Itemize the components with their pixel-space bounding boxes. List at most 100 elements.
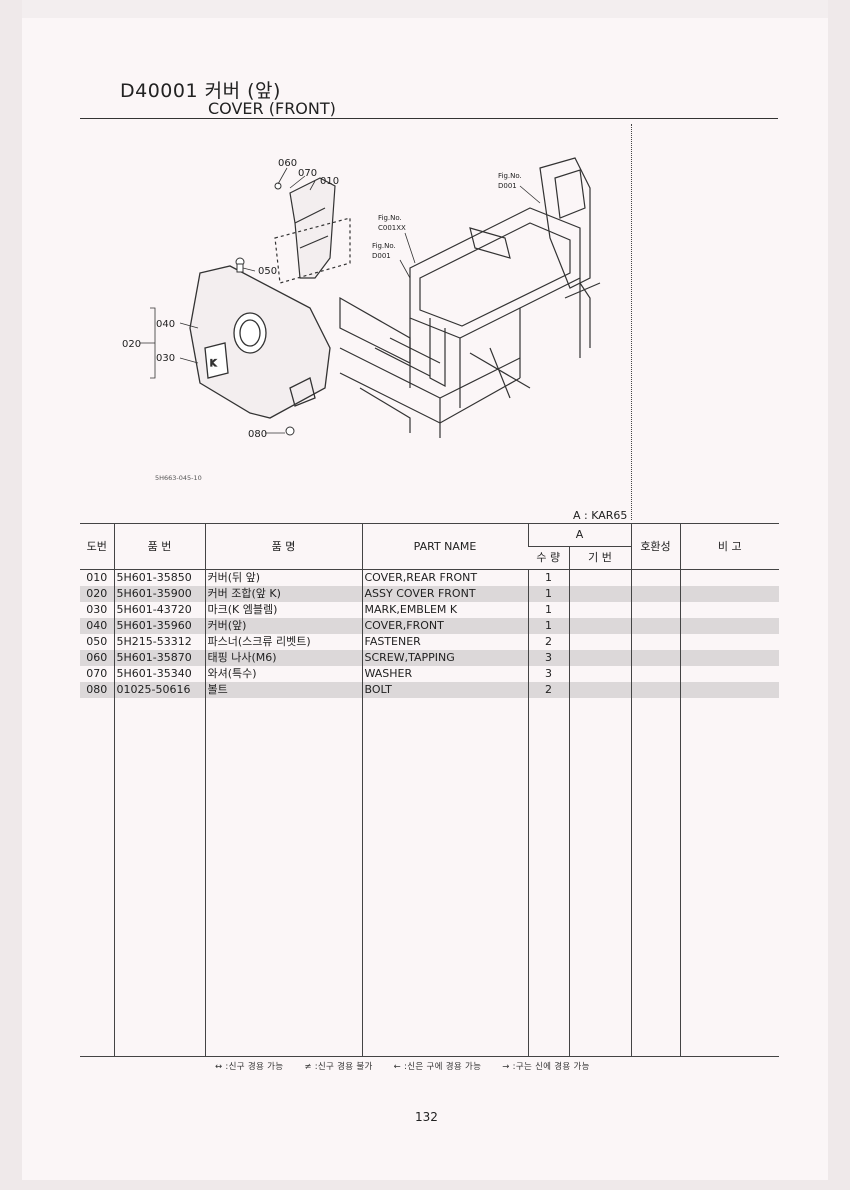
diagram-code: 5H663-045-10: [155, 474, 202, 482]
fig-ref-3: D001: [372, 252, 391, 260]
fasteners: [235, 182, 295, 436]
cell-ref-no: 010: [86, 571, 108, 584]
table-filler-row: [80, 698, 779, 1057]
cell-interchangeability: [630, 569, 680, 586]
callout-040: 040: [156, 319, 175, 330]
table-header-row: 도번 품 번 품 명 PART NAME A 호환성 비 고: [80, 523, 779, 570]
page-edge-top: [0, 0, 850, 18]
cell-part-name: COVER,REAR FRONT: [361, 569, 528, 586]
empty-cell: [527, 698, 569, 1057]
cell-serial: [568, 682, 631, 698]
cell-remarks: [679, 682, 779, 698]
cell-part-number: 5H601-35850: [113, 569, 205, 586]
cell-korean-name: 와셔(특수): [204, 666, 362, 682]
cell-part-number: 5H601-35960: [113, 618, 205, 634]
legend-item: ≠ :신구 경용 불가: [304, 1062, 373, 1072]
cell-remarks: [679, 602, 779, 618]
empty-cell: [568, 698, 631, 1057]
cell-ref-no: 060: [80, 650, 114, 666]
empty-cell: [204, 698, 362, 1057]
header-serial: 기 번: [568, 546, 631, 570]
cell-part-number: 01025-50616: [113, 682, 205, 698]
cell-remarks: [679, 650, 779, 666]
cell-serial: [568, 650, 631, 666]
page-edge-left: [0, 0, 22, 1190]
header-dobeon: 도번: [80, 523, 114, 570]
cell-korean-name: 커버 조합(앞 K): [204, 586, 362, 602]
cell-remarks: [679, 634, 779, 650]
cell-interchangeability: [630, 602, 680, 618]
callout-060: 060: [278, 158, 297, 169]
cell-korean-name: 태핑 나사(M6): [204, 650, 362, 666]
cell-quantity: 2: [527, 634, 569, 650]
header-remarks: 비 고: [679, 523, 779, 570]
cell-interchangeability: [630, 586, 680, 602]
cell-quantity: 1: [527, 569, 569, 586]
cell-serial: [568, 602, 631, 618]
cell-ref-no: 050: [86, 635, 108, 648]
fig-ref-label-1: Fig.No.: [498, 172, 522, 180]
cell-serial: [568, 586, 631, 602]
cell-quantity: 1: [527, 586, 569, 602]
cell-interchangeability: [630, 682, 680, 698]
callout-010: 010: [320, 176, 339, 187]
cell-remarks: [679, 569, 779, 586]
callout-030: 030: [156, 353, 175, 364]
fig-ref-label-2: Fig.No.: [378, 214, 402, 222]
cell-part-number: 5H601-35870: [113, 650, 205, 666]
cell-ref-no: 030: [86, 603, 108, 616]
cell-ref-no: 040: [80, 618, 114, 634]
cell-quantity: 2: [527, 682, 569, 698]
compatibility-legend: ↔ :신구 경용 가능 ≠ :신구 경용 불가 ← :신은 구에 경용 가능 →…: [215, 1060, 608, 1072]
header-korean-name: 품 명: [204, 523, 362, 570]
cell-korean-name: 커버(뒤 앞): [204, 569, 362, 586]
empty-cell: [630, 698, 680, 1057]
callout-070: 070: [298, 168, 317, 179]
callout-050: 050: [258, 266, 277, 277]
dotted-divider: [631, 124, 632, 520]
cell-korean-name: 마크(K 엠블렘): [204, 602, 362, 618]
fig-ref-1: D001: [498, 182, 517, 190]
title-rule: [80, 118, 778, 119]
legend-item: ↔ :신구 경용 가능: [215, 1062, 284, 1072]
table-subheader-row: 수 량 기 번: [80, 546, 779, 570]
empty-cell: [113, 698, 205, 1057]
legend-item: ← :신은 구에 경용 가능: [393, 1062, 482, 1072]
cell-serial: [568, 618, 631, 634]
page-number: 132: [415, 1110, 438, 1124]
cell-korean-name: 파스너(스크류 리벳트): [204, 634, 362, 650]
header-interchangeability: 호환성: [630, 523, 680, 570]
cell-part-name: FASTENER: [361, 634, 528, 650]
leader-lines: [140, 167, 541, 434]
svg-text:K: K: [210, 359, 217, 369]
cell-korean-name: 커버(앞): [204, 618, 362, 634]
legend-item: → :구는 신에 경용 가능: [502, 1062, 590, 1072]
cell-quantity: 1: [527, 618, 569, 634]
cell-serial: [568, 569, 631, 586]
model-code: A : KAR65: [573, 509, 628, 522]
cell-ref-no: 080: [80, 682, 114, 698]
cell-part-name: BOLT: [361, 682, 528, 698]
cell-ref-no: 020: [80, 586, 114, 602]
empty-cell: [679, 698, 779, 1057]
cell-remarks: [679, 586, 779, 602]
cell-serial: [568, 666, 631, 682]
header-model-a: A: [527, 523, 631, 547]
chassis-frame: [339, 157, 601, 438]
callout-080: 080: [248, 429, 267, 440]
rear-front-cover: [274, 177, 351, 284]
cell-part-name: ASSY COVER FRONT: [361, 586, 528, 602]
header-quantity: 수 량: [528, 546, 569, 570]
empty-cell: [361, 698, 528, 1057]
header-part-number: 품 번: [113, 523, 205, 570]
page-edge-right: [828, 0, 850, 1190]
cell-part-name: MARK,EMBLEM K: [361, 602, 528, 618]
cell-part-name: SCREW,TAPPING: [361, 650, 528, 666]
